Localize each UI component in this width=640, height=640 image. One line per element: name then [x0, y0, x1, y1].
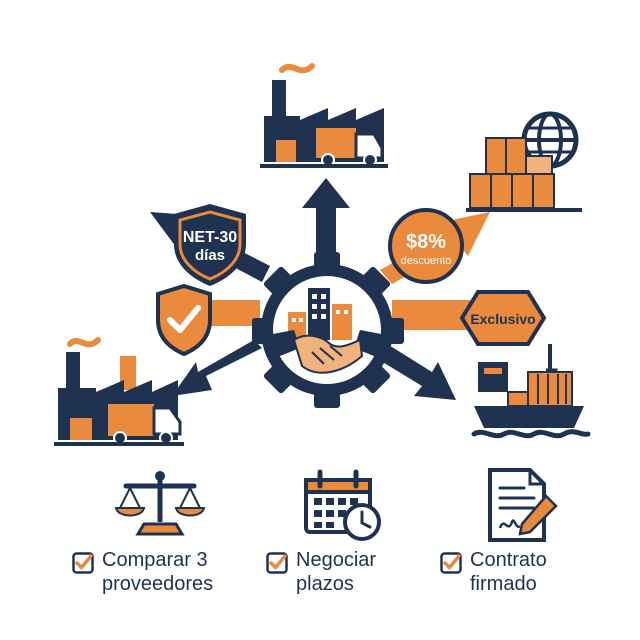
factory-truck-icon-left [54, 337, 184, 446]
shield-check-icon [156, 283, 212, 357]
discount-value: $8% [406, 231, 446, 253]
arrow-down-right [376, 342, 456, 400]
checkbox-checked-icon [440, 552, 462, 574]
step-negotiate-terms: Negociar plazos [266, 548, 376, 608]
step-label: Negociar plazos [296, 549, 377, 595]
terms-line-1: NET-30 [183, 229, 237, 246]
factory-truck-icon-top [260, 63, 388, 168]
step-contract-signed: Contrato firmado [440, 548, 547, 608]
checkbox-checked-icon [72, 552, 94, 574]
exclusive-badge: Exclusivo [459, 290, 547, 346]
contract-signature-icon [488, 468, 558, 542]
step-compare-suppliers: Comparar 3 proveedores [72, 548, 213, 608]
step-label: Comparar 3 proveedores [102, 549, 214, 595]
arrow-down-left [172, 340, 262, 396]
checkbox-checked-icon [266, 552, 288, 574]
net30-shield-badge: NET-30 días [174, 204, 246, 286]
step-label: Contrato firmado [470, 549, 547, 595]
exclusive-label: Exclusivo [470, 311, 535, 327]
calendar-clock-icon [304, 469, 381, 541]
boxes-globe-icon [466, 111, 582, 212]
arrow-up [302, 178, 350, 268]
gear-handshake-buildings-icon [252, 252, 404, 408]
balance-scale-icon [114, 471, 206, 536]
discount-badge: $8% descuento [388, 208, 464, 284]
cargo-ship-icon [471, 344, 591, 439]
discount-label: descuento [401, 255, 452, 267]
arrow-right-band [392, 300, 470, 330]
terms-line-2: días [195, 247, 225, 264]
